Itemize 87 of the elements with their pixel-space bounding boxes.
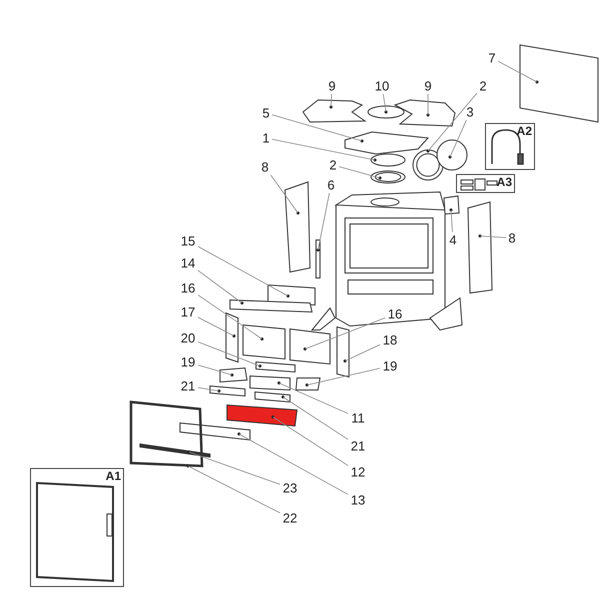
ash-pan-drawing <box>226 404 298 427</box>
leader-line <box>198 364 232 376</box>
leader-line <box>198 387 220 392</box>
grate-drawing <box>250 375 290 391</box>
callout-number: 12 <box>350 466 366 478</box>
side-brick-drawing <box>336 326 350 378</box>
leader-line <box>382 94 386 112</box>
callout-number: 9 <box>424 80 432 92</box>
leader-line <box>330 94 332 108</box>
callout-number: 17 <box>180 306 196 318</box>
gasket-ring-drawing <box>370 170 406 184</box>
inset-box <box>30 468 124 587</box>
leader-line <box>428 92 478 152</box>
leader-line <box>272 416 348 466</box>
inset-box <box>485 123 535 170</box>
callout-number: 22 <box>282 512 298 524</box>
bar-drawing <box>210 385 246 397</box>
plate-drawing <box>344 132 430 154</box>
side-brick-drawing <box>226 312 238 363</box>
callout-number: 15 <box>180 234 196 248</box>
callout-number: 2 <box>479 80 487 92</box>
callout-number: 6 <box>327 178 335 192</box>
callout-number: 8 <box>261 160 269 174</box>
callout-number: 5 <box>262 106 270 120</box>
callout-number: 9 <box>328 80 336 92</box>
block-drawing <box>295 378 321 390</box>
leader-line <box>338 166 380 178</box>
leader-line <box>272 138 376 160</box>
baffle-drawing <box>230 299 313 313</box>
top-plate-drawing <box>302 100 367 122</box>
rod-drawing <box>316 240 320 278</box>
leader-line <box>498 60 538 82</box>
leader-line <box>450 210 453 232</box>
leader-line <box>282 396 348 440</box>
inset-label: A3 <box>496 176 512 188</box>
leader-line <box>198 316 234 336</box>
leader-line <box>306 368 380 386</box>
leader-line <box>238 434 348 495</box>
inset-box <box>456 174 515 193</box>
inset-label: A1 <box>106 470 121 482</box>
callout-number: 8 <box>508 232 516 244</box>
callout-number: 21 <box>350 440 366 452</box>
leader-line <box>270 174 298 214</box>
leader-line <box>344 344 380 362</box>
leader-line <box>480 236 506 238</box>
leader-line <box>450 120 467 158</box>
callout-number: 14 <box>180 256 196 270</box>
door-seal-drawing <box>130 400 204 468</box>
side-panel-drawing <box>468 201 493 294</box>
callout-number: 16 <box>180 282 196 294</box>
side-panel-drawing <box>284 181 310 273</box>
callout-number: 4 <box>449 234 457 246</box>
block-drawing <box>220 367 248 383</box>
callout-number: 2 <box>329 158 337 172</box>
callout-number: 1 <box>262 132 270 144</box>
round-cover-drawing <box>436 140 468 170</box>
lid-drawing <box>368 106 404 118</box>
leader-line <box>188 466 280 514</box>
callout-number: 21 <box>180 380 196 392</box>
leader-line <box>272 114 362 142</box>
callout-number: 13 <box>350 494 366 506</box>
callout-number: 11 <box>351 412 365 424</box>
callout-number: 20 <box>180 332 196 344</box>
callout-number: 7 <box>488 52 496 64</box>
leader-line <box>304 318 386 350</box>
inset-label: A2 <box>516 125 532 137</box>
callout-number: 16 <box>388 308 402 320</box>
leader-line <box>278 382 348 414</box>
leader-line <box>198 294 262 340</box>
bar-drawing <box>256 361 296 373</box>
callout-number: 18 <box>382 334 398 346</box>
callout-number: 19 <box>180 356 196 368</box>
leader-line <box>188 452 280 485</box>
adapter-drawing <box>443 195 460 215</box>
air-bar-drawing <box>180 422 250 441</box>
back-panel-drawing <box>520 44 598 123</box>
callout-number: 23 <box>282 482 298 494</box>
callout-number: 19 <box>382 360 398 372</box>
top-plate-drawing <box>394 100 456 127</box>
flue-collar-drawing <box>370 154 406 166</box>
leader-line <box>198 270 242 304</box>
rod-drawing <box>140 443 210 458</box>
bar-drawing <box>254 391 290 403</box>
callout-number: 10 <box>374 80 390 92</box>
leader-line <box>198 246 288 296</box>
leader-line <box>318 192 330 250</box>
callout-number: 3 <box>466 106 474 118</box>
